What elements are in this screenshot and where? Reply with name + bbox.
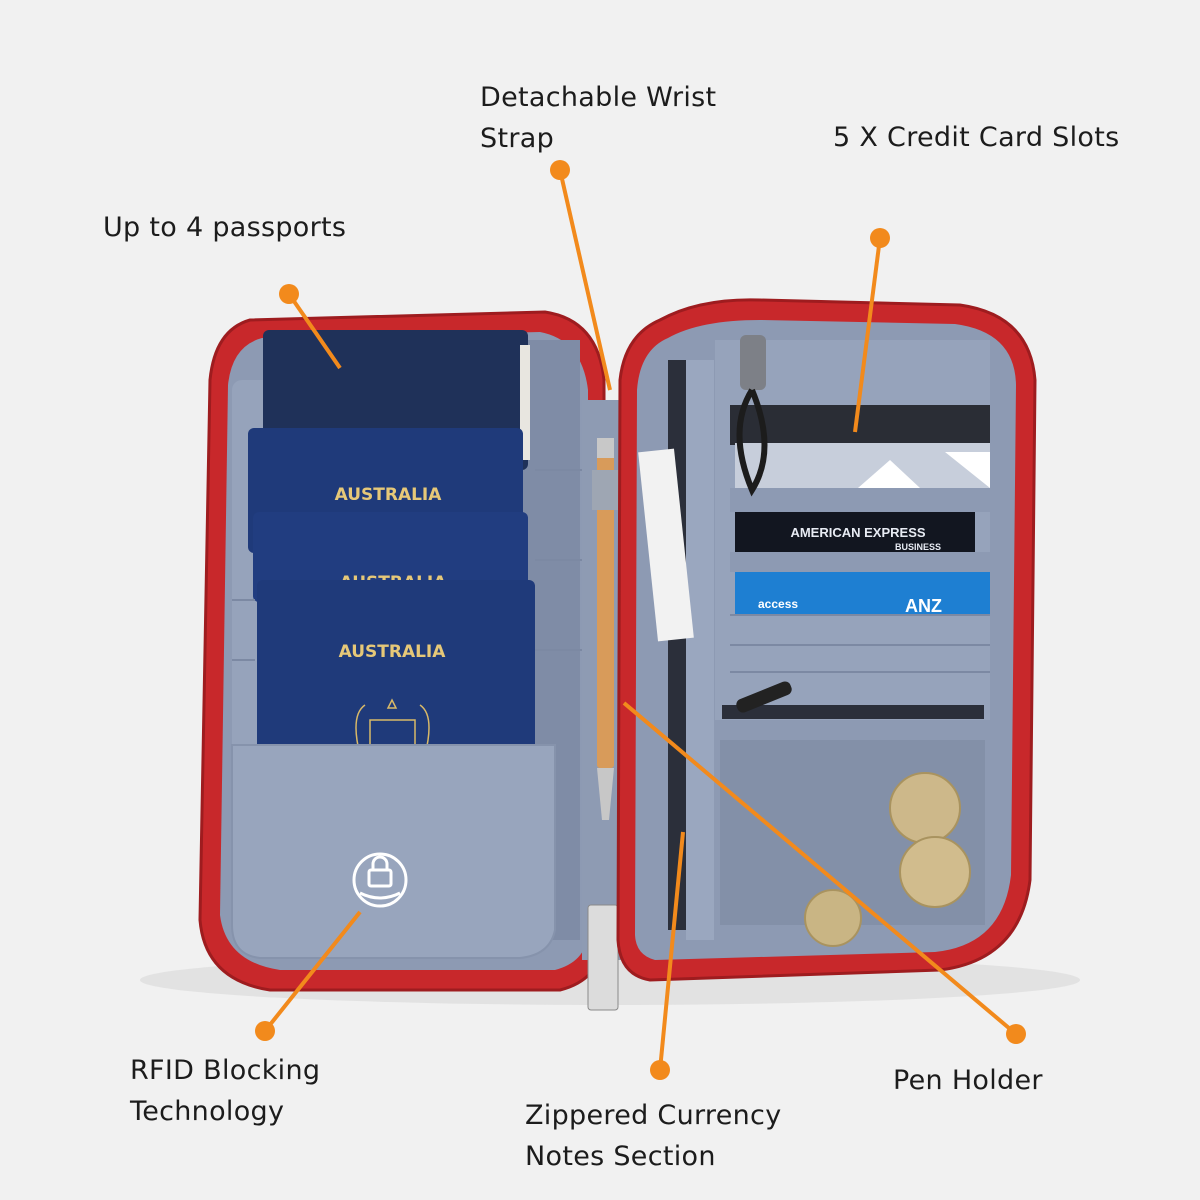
callout-rfid-line1: RFID Blocking <box>130 1055 321 1086</box>
anz-card: access ANZ <box>735 572 990 616</box>
passport-bottom-title: AUSTRALIA <box>339 642 447 662</box>
card-2 <box>735 443 990 491</box>
amex-card: AMERICAN EXPRESS BUSINESS <box>735 512 975 552</box>
svg-text:AMERICAN EXPRESS: AMERICAN EXPRESS <box>790 525 925 540</box>
svg-text:BUSINESS: BUSINESS <box>895 542 941 552</box>
passport-bottom: AUSTRALIA <box>257 580 535 760</box>
svg-text:access: access <box>758 597 798 611</box>
callout-notes-line2: Notes Section <box>525 1141 716 1172</box>
callout-pen-holder: Pen Holder <box>893 1065 1043 1096</box>
rfid-lock-icon <box>352 852 408 908</box>
svg-text:ANZ: ANZ <box>905 596 942 616</box>
card-1 <box>730 405 990 445</box>
callout-notes-line1: Zippered Currency <box>525 1100 782 1131</box>
coins <box>804 772 971 947</box>
wrist-strap-clip <box>736 335 768 497</box>
callout-passports: Up to 4 passports <box>103 212 347 243</box>
callout-wrist-strap-line2: Strap <box>480 123 555 154</box>
callout-rfid-line2: Technology <box>130 1096 285 1127</box>
callout-wrist-strap-line1: Detachable Wrist <box>480 82 717 113</box>
passport-top-title: AUSTRALIA <box>335 485 443 505</box>
zipper-pull <box>736 681 792 713</box>
pen <box>587 438 620 1011</box>
rfid-pocket <box>231 744 556 959</box>
callout-card-slots: 5 X Credit Card Slots <box>833 122 1120 153</box>
